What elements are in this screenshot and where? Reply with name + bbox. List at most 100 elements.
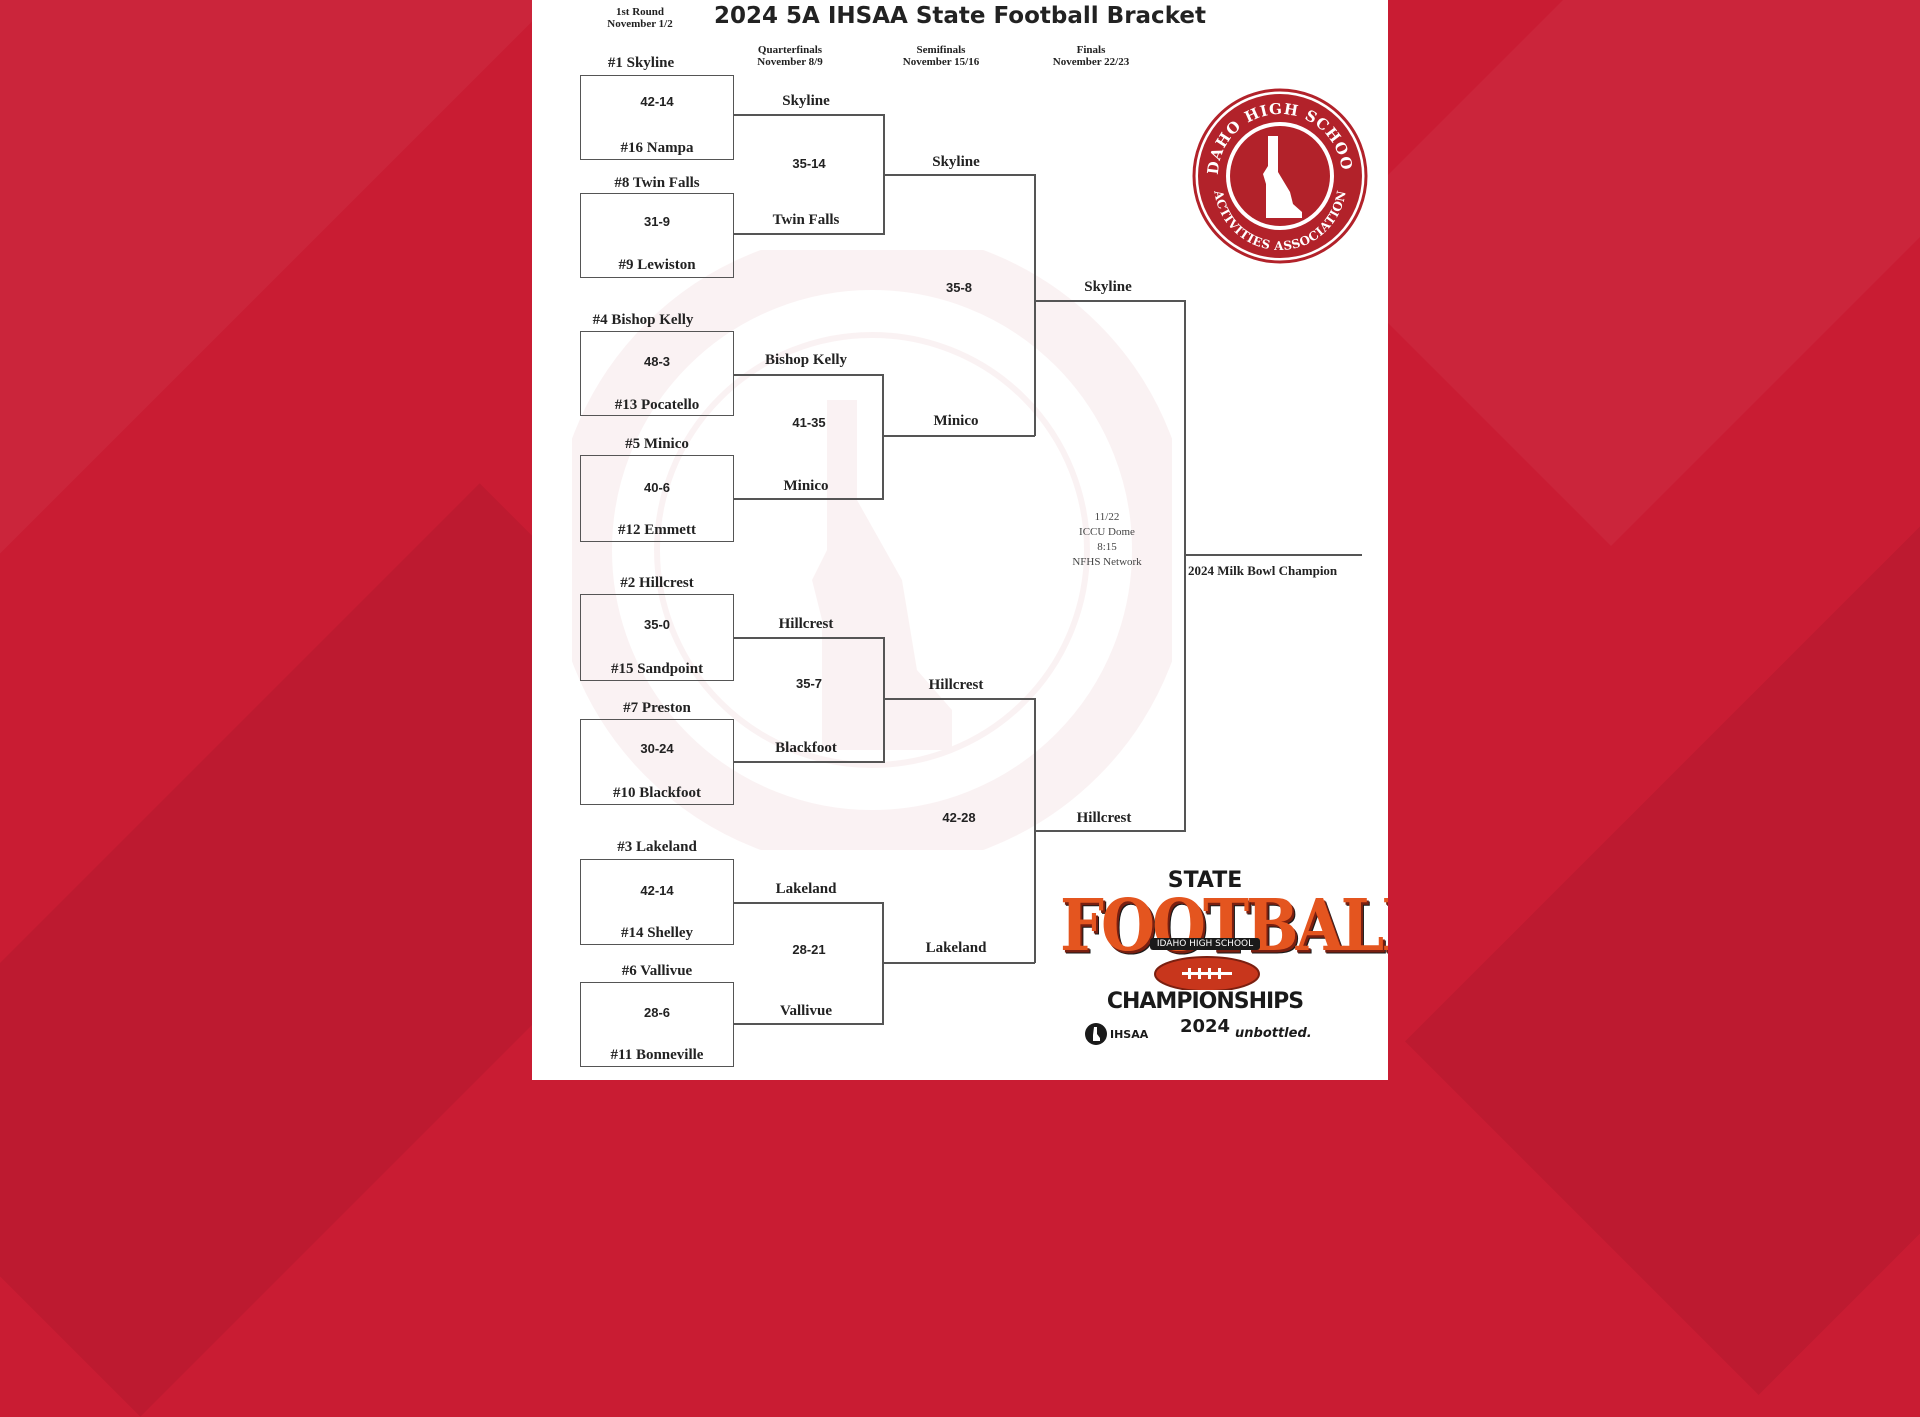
bracket-line [882, 374, 884, 499]
round-date: November 15/16 [902, 56, 980, 68]
bracket-line [734, 498, 884, 500]
first-round-match-box [580, 594, 734, 681]
first-round-team-top: #2 Hillcrest [620, 575, 694, 591]
logo-year-text: 2024 [1179, 1016, 1231, 1037]
first-round-team-bottom: #10 Blackfoot [613, 785, 701, 801]
watermark-seal [572, 250, 1172, 850]
final-time: 8:15 [1097, 541, 1117, 553]
final-date: 11/22 [1094, 511, 1120, 523]
semifinal-team-top: Hillcrest [928, 677, 984, 693]
round-header-semifinals: Semifinals November 15/16 [876, 44, 1006, 68]
final-team-bottom: Hillcrest [1076, 810, 1132, 826]
quarterfinal-team-bottom: Vallivue [780, 1003, 832, 1019]
bracket-line [884, 435, 1035, 437]
bracket-line [884, 174, 1035, 176]
first-round-team-bottom: #15 Sandpoint [610, 661, 704, 677]
first-round-team-bottom: #11 Bonneville [610, 1047, 704, 1063]
final-team-top: Skyline [1084, 279, 1132, 295]
logo-sponsor-ihsaa: IHSAA [1110, 1028, 1149, 1041]
bracket-line [1035, 300, 1186, 302]
ihsaa-seal-logo: IDAHO HIGH SCHOOL ACTIVITIES ASSOCIATION [1192, 88, 1368, 264]
round-header-first: 1st Round November 1/2 [580, 6, 700, 30]
round-header-quarterfinals: Quarterfinals November 8/9 [730, 44, 850, 68]
final-venue: ICCU Dome [1079, 526, 1135, 538]
bracket-line [734, 1023, 884, 1025]
first-round-match-box [580, 719, 734, 805]
first-round-team-top: #1 Skyline [607, 55, 675, 71]
first-round-score: 40-6 [643, 480, 671, 495]
quarterfinal-team-top: Bishop Kelly [764, 352, 848, 368]
semifinal-team-bottom: Lakeland [925, 940, 987, 956]
semifinal-team-top: Skyline [932, 154, 980, 170]
champion-line [1185, 554, 1362, 556]
bracket-line [734, 761, 885, 763]
first-round-team-top: #8 Twin Falls [614, 175, 700, 191]
quarterfinal-score: 35-14 [792, 156, 826, 171]
background-stripe [1314, 0, 1920, 546]
quarterfinal-team-bottom: Blackfoot [775, 740, 837, 756]
first-round-score: 30-24 [640, 741, 674, 756]
first-round-team-bottom: #14 Shelley [620, 925, 694, 941]
bracket-line [1034, 698, 1036, 963]
bracket-line [734, 114, 885, 116]
logo-state-text: STATE [1167, 868, 1243, 893]
first-round-match-box [580, 982, 734, 1067]
quarterfinal-team-top: Hillcrest [778, 616, 834, 632]
logo-sponsor-unbottled: unbottled. [1235, 1026, 1312, 1041]
quarterfinal-team-top: Skyline [782, 93, 830, 109]
round-header-finals: Finals November 22/23 [1026, 44, 1156, 68]
first-round-team-top: #4 Bishop Kelly [592, 312, 694, 328]
semifinal-score: 35-8 [945, 280, 973, 295]
background-stripe [1405, 405, 1920, 1395]
first-round-score: 42-14 [640, 94, 674, 109]
page-title: 2024 5A IHSAA State Football Bracket [714, 3, 1206, 29]
bracket-line [1035, 830, 1186, 832]
bracket-line [884, 962, 1035, 964]
bracket-line [883, 114, 885, 234]
round-date: November 8/9 [757, 56, 823, 68]
first-round-team-top: #7 Preston [623, 700, 691, 716]
quarterfinal-score: 35-7 [795, 676, 823, 691]
first-round-match-box [580, 193, 734, 278]
logo-championships-text: CHAMPIONSHIPS [1106, 989, 1304, 1014]
quarterfinal-team-bottom: Minico [783, 478, 829, 494]
round-name: 1st Round [616, 6, 664, 18]
first-round-score: 35-0 [643, 617, 671, 632]
logo-football-text: FOOTBALL [1060, 883, 1388, 968]
first-round-match-box [580, 331, 734, 416]
quarterfinal-score: 41-35 [792, 415, 826, 430]
bracket-line [1184, 300, 1186, 831]
semifinal-score: 42-28 [942, 810, 976, 825]
logo-ribbon: IDAHO HIGH SCHOOL [1150, 938, 1260, 950]
final-broadcast: NFHS Network [1072, 556, 1142, 568]
quarterfinal-score: 28-21 [792, 942, 826, 957]
first-round-team-bottom: #9 Lewiston [618, 257, 696, 273]
first-round-score: 28-6 [643, 1005, 671, 1020]
bracket-line [734, 637, 885, 639]
bracket-page: 2024 5A IHSAA State Football Bracket 1st… [532, 0, 1388, 1080]
round-date: November 1/2 [607, 18, 673, 30]
bracket-line [734, 233, 885, 235]
round-date: November 22/23 [1052, 56, 1130, 68]
first-round-team-top: #3 Lakeland [617, 839, 697, 855]
first-round-team-top: #5 Minico [625, 436, 689, 452]
first-round-match-box [580, 859, 734, 945]
bracket-line [883, 637, 885, 762]
first-round-score: 31-9 [643, 214, 671, 229]
first-round-team-bottom: #16 Nampa [620, 140, 694, 156]
round-name: Semifinals [916, 44, 966, 56]
bracket-line [734, 902, 884, 904]
round-name: Quarterfinals [757, 44, 823, 56]
state-football-championships-logo: STATE FOOTBALL IDAHO HIGH SCHOOL CHAMPIO… [1060, 868, 1388, 1048]
round-name: Finals [1076, 44, 1106, 56]
semifinal-team-bottom: Minico [933, 413, 979, 429]
first-round-match-box [580, 75, 734, 160]
bracket-line [734, 374, 884, 376]
bracket-line [882, 902, 884, 1024]
quarterfinal-team-bottom: Twin Falls [772, 212, 840, 228]
bracket-line [884, 698, 1035, 700]
first-round-team-bottom: #13 Pocatello [614, 397, 700, 413]
ihsaa-badge-icon [1085, 1023, 1107, 1045]
first-round-score: 42-14 [640, 883, 674, 898]
first-round-match-box [580, 455, 734, 542]
